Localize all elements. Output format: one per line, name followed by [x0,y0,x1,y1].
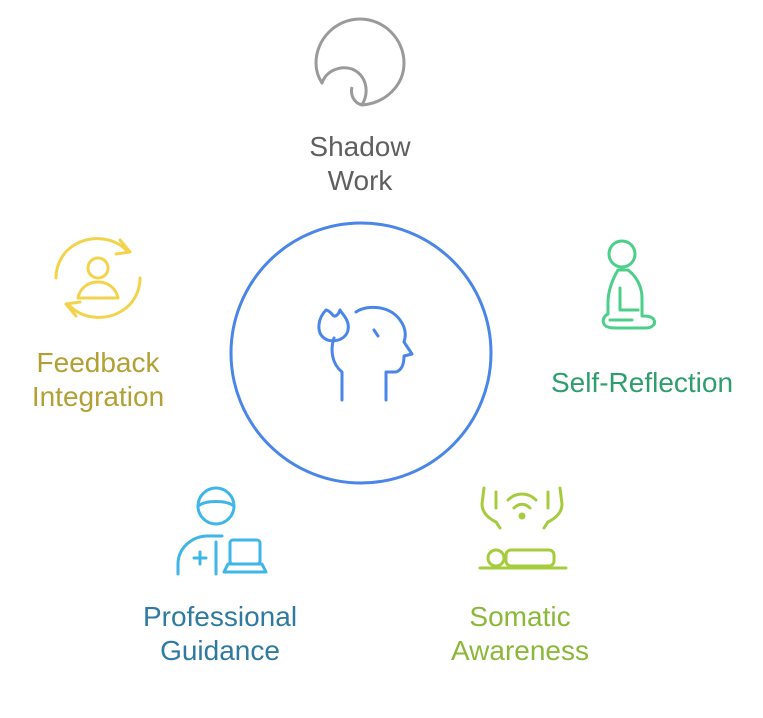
label-self-reflection: Self-Reflection [550,367,734,398]
label-shadow-work: Shadow Work [309,131,411,196]
center-node [228,220,494,486]
node-somatic-awareness: Somatic Awareness [430,478,610,668]
center-circle [229,221,493,485]
person-cycle-icon [52,232,144,324]
meditating-person-icon [598,236,658,334]
body-sensing-icon [474,478,570,572]
node-professional-guidance: Professional Guidance [118,484,322,674]
label-somatic-awareness: Somatic Awareness [450,601,589,666]
doctor-laptop-icon [176,484,268,576]
node-self-reflection: Self-Reflection [528,236,756,406]
node-shadow-work: Shadow Work [270,15,450,196]
label-feedback-integration: Feedback Integration [31,347,165,412]
label-professional-guidance: Professional Guidance [142,601,298,666]
node-feedback-integration: Feedback Integration [8,232,188,422]
crescent-moon-icon [312,15,408,111]
head-with-flame-icon [304,290,416,402]
